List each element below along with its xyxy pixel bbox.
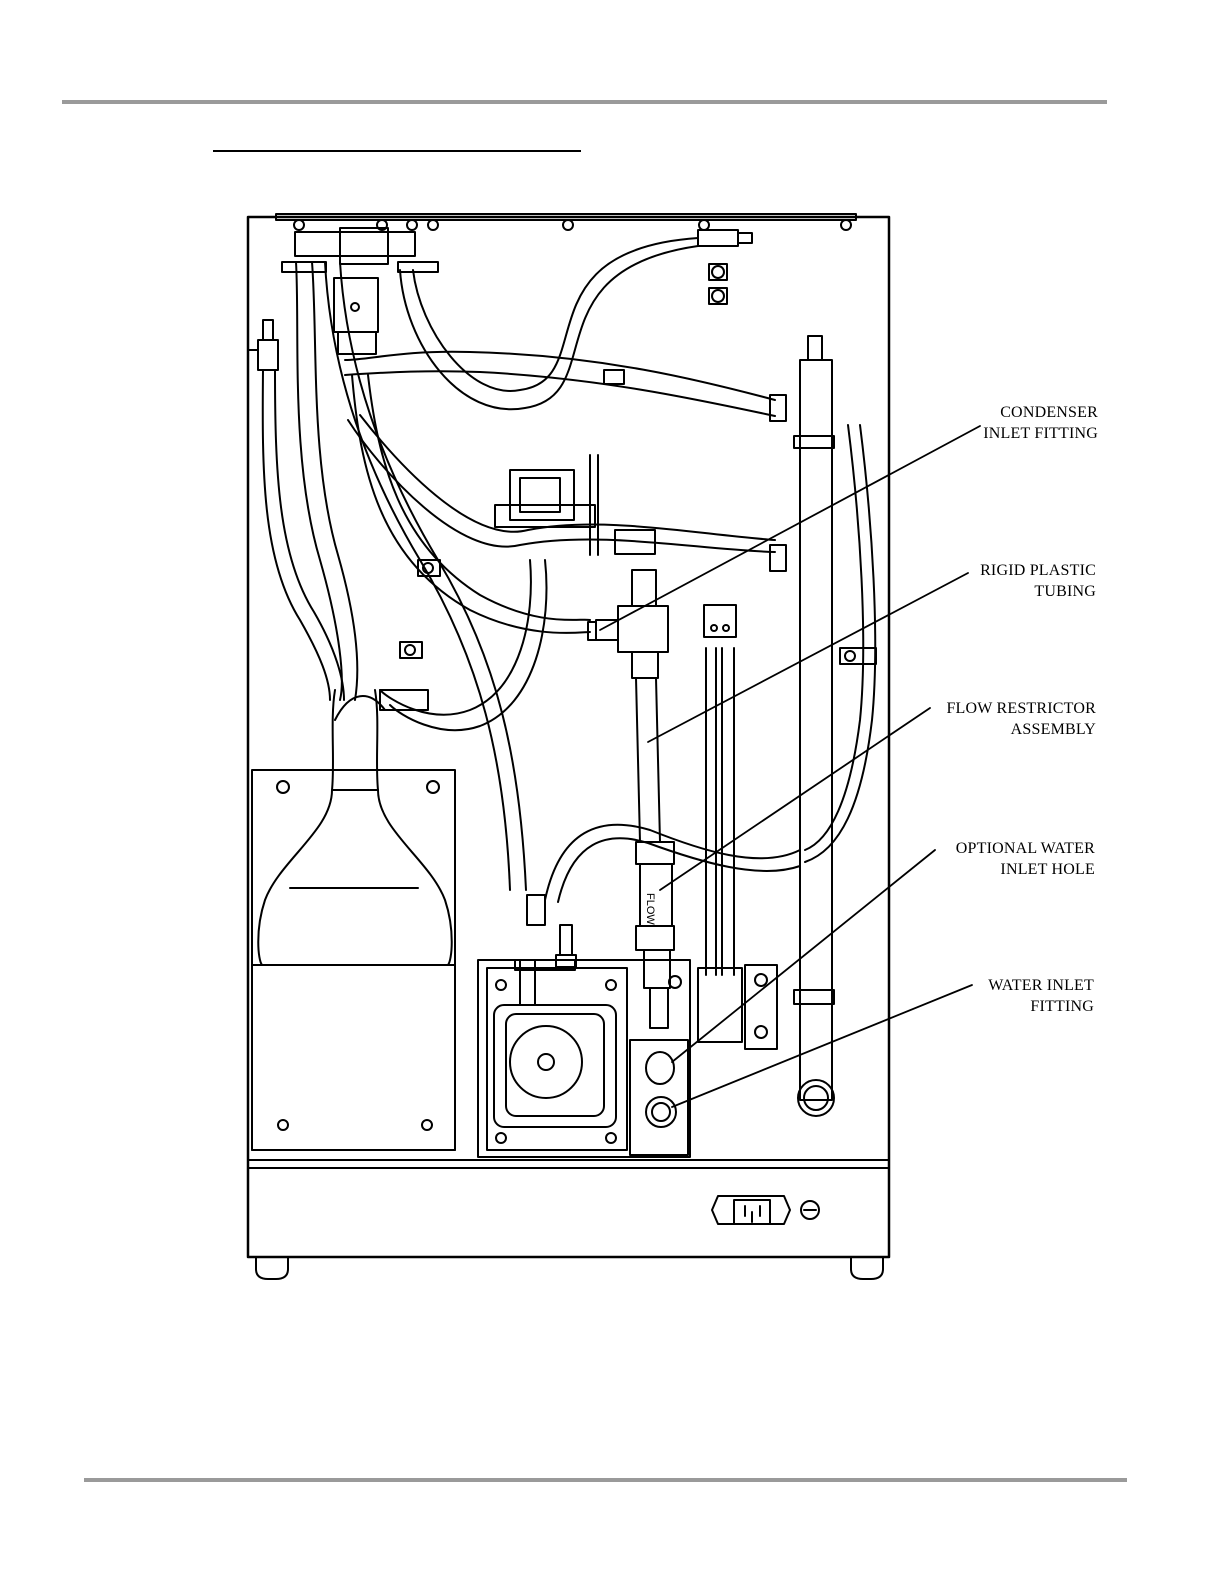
twin-tube-bracket <box>669 605 777 1049</box>
callout-water-inlet-fitting: WATER INLET FITTING <box>988 975 1094 1017</box>
left-hose-barb <box>248 320 278 370</box>
flow-restrictor <box>636 842 674 1028</box>
callout-text-line: INLET FITTING <box>983 423 1098 444</box>
callout-text-line: INLET HOLE <box>956 859 1095 880</box>
callout-flow-restrictor-assembly: FLOW RESTRICTOR ASSEMBLY <box>946 698 1096 740</box>
footer-rule <box>84 1478 1127 1482</box>
callout-text-line: RIGID PLASTIC <box>980 560 1096 581</box>
leader-optional-water-inlet-hole <box>672 850 935 1062</box>
callout-text-line: TUBING <box>980 581 1096 602</box>
tube-clips <box>400 370 876 664</box>
callout-text-line: OPTIONAL WATER <box>956 838 1095 859</box>
callout-text-line: FITTING <box>988 996 1094 1017</box>
callout-text-line: FLOW RESTRICTOR <box>946 698 1096 719</box>
callout-text-line: CONDENSER <box>983 402 1098 423</box>
leader-rigid-plastic-tubing <box>648 573 968 742</box>
boiler-flask <box>252 690 455 1150</box>
fuse-holder <box>801 1201 819 1219</box>
top-solenoid-valve <box>282 228 438 354</box>
callout-optional-water-inlet-hole: OPTIONAL WATER INLET HOLE <box>956 838 1095 880</box>
callout-condenser-inlet-fitting: CONDENSER INLET FITTING <box>983 402 1098 444</box>
pump <box>478 895 690 1157</box>
callout-rigid-plastic-tubing: RIGID PLASTIC TUBING <box>980 560 1096 602</box>
power-inlet <box>712 1196 790 1224</box>
callout-text-line: WATER INLET <box>988 975 1094 996</box>
top-hose-fitting <box>698 230 752 304</box>
flow-restrictor-marking: FLOW <box>644 893 656 925</box>
callout-text-line: ASSEMBLY <box>946 719 1096 740</box>
condenser-inlet-tee <box>588 570 668 678</box>
rigid-plastic-tubing <box>636 678 660 842</box>
condenser-column <box>770 336 834 1116</box>
cabinet-outline <box>248 217 889 1279</box>
